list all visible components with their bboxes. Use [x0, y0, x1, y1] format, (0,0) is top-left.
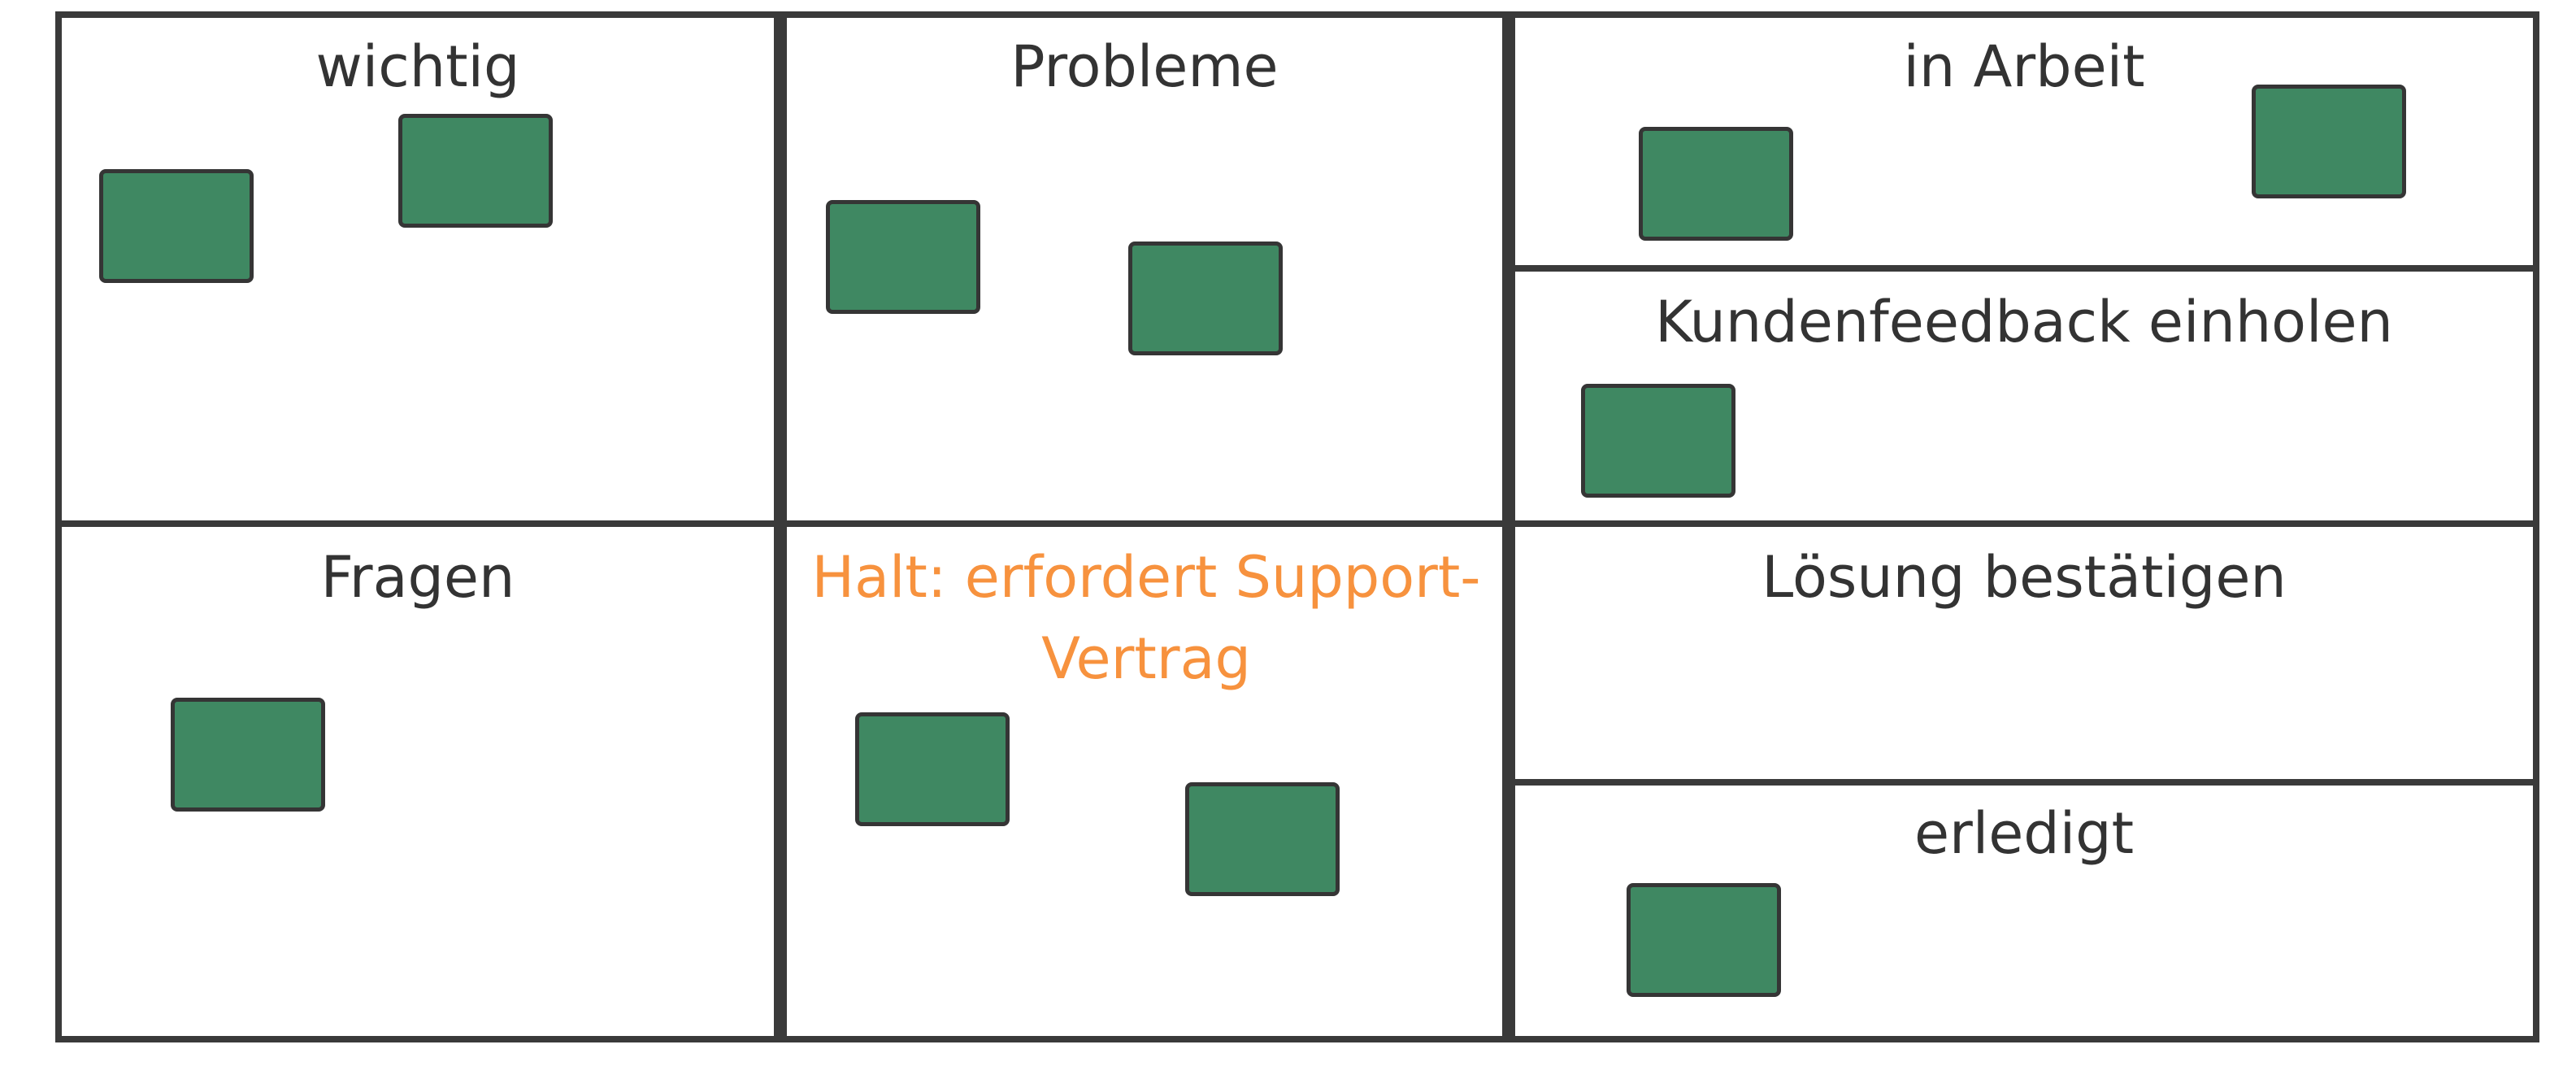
card-halt-2[interactable] [1185, 782, 1340, 896]
column-divider-1 [774, 11, 787, 1042]
row-divider-bottom-right [1509, 779, 2539, 786]
board-border-bottom [55, 1036, 2539, 1042]
row-divider-main [55, 520, 2539, 527]
cell-title-probleme: Probleme [1010, 33, 1279, 100]
card-wichtig-1[interactable] [99, 169, 254, 283]
cell-title-kundenfeedback: Kundenfeedback einholen [1655, 289, 2393, 355]
card-kundenfeedback-1[interactable] [1581, 384, 1735, 498]
cell-title-in-arbeit: in Arbeit [1903, 33, 2145, 100]
board-border-right [2533, 11, 2539, 1042]
cell-title-halt: Halt: erfordert Support-Vertrag [811, 544, 1481, 692]
card-wichtig-2[interactable] [398, 114, 553, 228]
card-in-arbeit-1[interactable] [1639, 127, 1793, 241]
cell-title-fragen: Fragen [320, 544, 515, 611]
cell-title-loesung: Lösung bestätigen [1761, 544, 2287, 611]
card-halt-1[interactable] [855, 712, 1010, 826]
card-in-arbeit-2[interactable] [2252, 85, 2406, 198]
row-divider-top-right [1509, 265, 2539, 272]
card-fragen-1[interactable] [171, 698, 325, 812]
cell-title-wichtig: wichtig [315, 33, 520, 100]
card-probleme-2[interactable] [1128, 242, 1283, 355]
cell-title-erledigt: erledigt [1914, 800, 2135, 867]
board-border-top [55, 11, 2539, 18]
board-border-left [55, 11, 62, 1042]
column-divider-2 [1502, 11, 1515, 1042]
card-erledigt-1[interactable] [1627, 883, 1781, 997]
card-probleme-1[interactable] [826, 200, 980, 314]
